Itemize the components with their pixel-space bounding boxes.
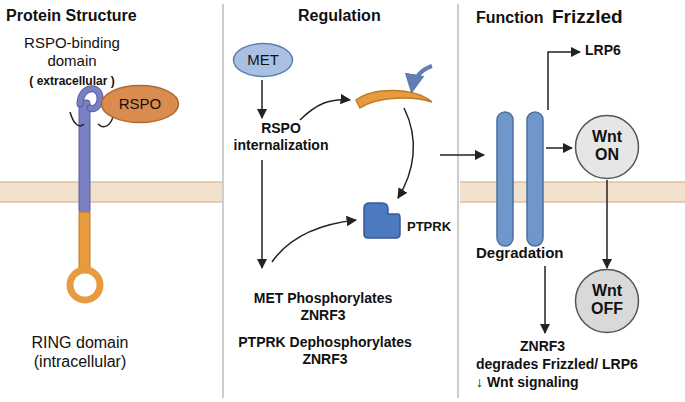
arrow: [398, 108, 413, 198]
node-text: RSPO: [100, 95, 180, 112]
receptor-label: LRP6: [585, 42, 645, 59]
rspo-ellipse: RSPO: [100, 84, 180, 124]
curved-arrow: [412, 66, 432, 90]
arrow: [440, 154, 484, 156]
node-text: Wnt OFF: [579, 282, 635, 319]
wnt-on-circle-fill: [576, 116, 639, 179]
outcome-label: degrades Frizzled/ LRP6: [476, 356, 676, 373]
receptor-label: Frizzled: [552, 6, 652, 29]
panel-title: Protein Structure: [6, 6, 176, 25]
wnt-on-circle: Wnt ON: [574, 114, 640, 180]
ptprk-protein: PTPRK: [360, 200, 456, 240]
arrow: [544, 266, 546, 333]
process-label: PTPRK Dephosphorylates ZNRF3: [222, 334, 428, 368]
domain-label: RING domain (intracellular): [10, 333, 150, 371]
outcome-label: ZNRF3: [520, 338, 600, 355]
znrf3-protein: [70, 89, 100, 300]
node-text: PTPRK: [402, 220, 456, 235]
arrow: [548, 52, 580, 110]
frizzled-receptor: [497, 112, 543, 246]
panel-title: Regulation: [298, 6, 418, 25]
process-label: MET Phosphorylates ZNRF3: [234, 290, 412, 324]
node-text: Wnt ON: [579, 128, 635, 165]
panel-title: Function: [476, 8, 556, 27]
node-text: MET: [232, 51, 294, 68]
arrow: [272, 220, 356, 262]
domain-note: ( extracellular ): [18, 74, 126, 88]
cell-membrane: [0, 182, 685, 202]
arrow: [261, 160, 263, 268]
ptprk-protein-fill: [364, 203, 400, 238]
met-ellipse: MET: [232, 42, 294, 78]
wnt-off-circle-fill: [576, 270, 639, 333]
wnt-off-circle: Wnt OFF: [574, 268, 640, 334]
panel-divider: [457, 4, 459, 398]
outcome-label: ↓ Wnt signaling: [476, 374, 676, 391]
domain-label: RSPO-binding domain: [14, 34, 130, 70]
process-label: RSPO internalization: [222, 120, 340, 154]
arrow: [546, 147, 572, 149]
znrf3-crescent: [356, 91, 432, 109]
arrow: [300, 100, 350, 120]
arrow: [261, 80, 263, 118]
leader-line: [70, 112, 84, 126]
panel-divider: [222, 4, 224, 398]
process-label: Degradation: [476, 244, 596, 262]
connector-arrow: [606, 180, 608, 268]
